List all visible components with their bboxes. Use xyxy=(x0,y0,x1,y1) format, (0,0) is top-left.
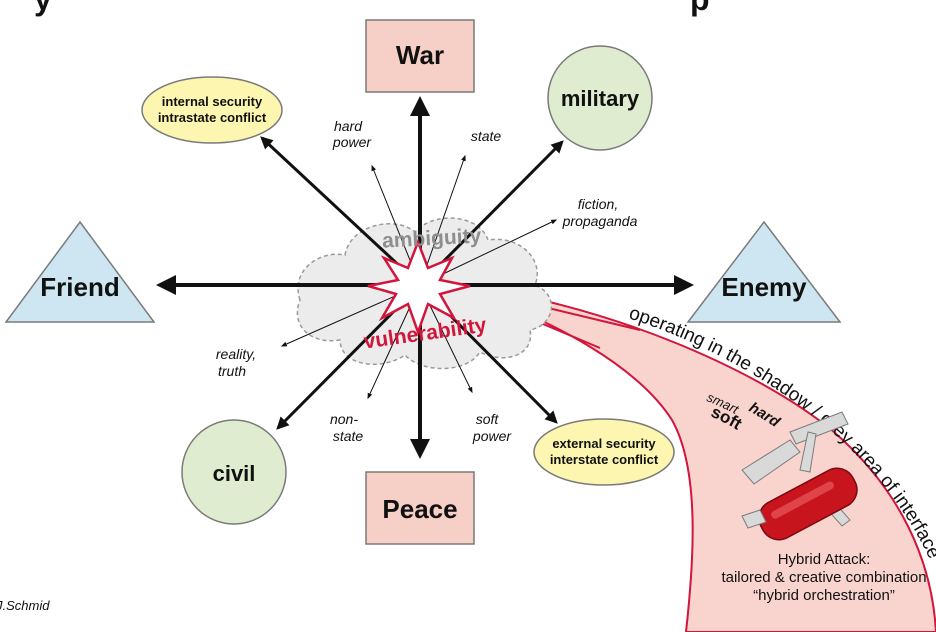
reality-line1: reality, xyxy=(216,346,256,362)
peace-node: Peace xyxy=(365,471,475,545)
hybrid-attack-text: Hybrid Attack: tailored & creative combi… xyxy=(721,551,926,604)
non-state-line1: non- xyxy=(330,411,358,427)
enemy-label: Enemy xyxy=(721,272,807,302)
external-security-line1: external security xyxy=(552,436,656,451)
internal-security-line2: intrastate conflict xyxy=(158,110,267,125)
internal-security-node: internal security intrastate conflict xyxy=(141,76,283,144)
reality-line2: truth xyxy=(218,363,246,379)
shadow-wedge xyxy=(447,283,936,632)
hard-power-line1: hard xyxy=(334,118,363,134)
credit-label: J.Schmid xyxy=(0,598,50,613)
title-fragment-right: p xyxy=(690,0,710,17)
civil-label: civil xyxy=(213,461,256,486)
external-security-line2: interstate conflict xyxy=(550,452,659,467)
non-state-line2: state xyxy=(333,428,364,444)
swiss-army-knife-icon xyxy=(741,411,858,541)
external-security-node: external security interstate conflict xyxy=(533,418,675,486)
military-node: military xyxy=(547,45,653,151)
ambiguity-label: ambiguity xyxy=(382,224,483,252)
fiction-line2: propaganda xyxy=(562,213,638,229)
enemy-node: Enemy xyxy=(686,220,842,323)
hybrid-attack-line1: Hybrid Attack: xyxy=(778,551,871,568)
soft-power-line2: power xyxy=(472,428,512,444)
state-label: state xyxy=(471,128,502,144)
war-node: War xyxy=(365,19,475,93)
soft-power-line1: soft xyxy=(476,411,500,427)
military-label: military xyxy=(561,86,640,111)
arrow-to-internal-security xyxy=(260,136,422,287)
title-fragment-left: y xyxy=(34,0,52,17)
hybrid-attack-line2: tailored & creative combination xyxy=(721,569,926,586)
axis-labels: hard power state fiction, propaganda rea… xyxy=(216,118,638,444)
title-partial: y p xyxy=(34,0,710,17)
civil-node: civil xyxy=(181,419,287,525)
friend-label: Friend xyxy=(40,272,119,302)
internal-security-line1: internal security xyxy=(162,94,263,109)
war-label: War xyxy=(396,40,444,70)
hybrid-attack-line3: “hybrid orchestration” xyxy=(753,587,895,604)
friend-node: Friend xyxy=(4,220,156,323)
hard-power-line2: power xyxy=(332,134,372,150)
peace-label: Peace xyxy=(382,494,457,524)
fiction-line1: fiction, xyxy=(578,196,618,212)
starburst-icon xyxy=(367,238,471,336)
